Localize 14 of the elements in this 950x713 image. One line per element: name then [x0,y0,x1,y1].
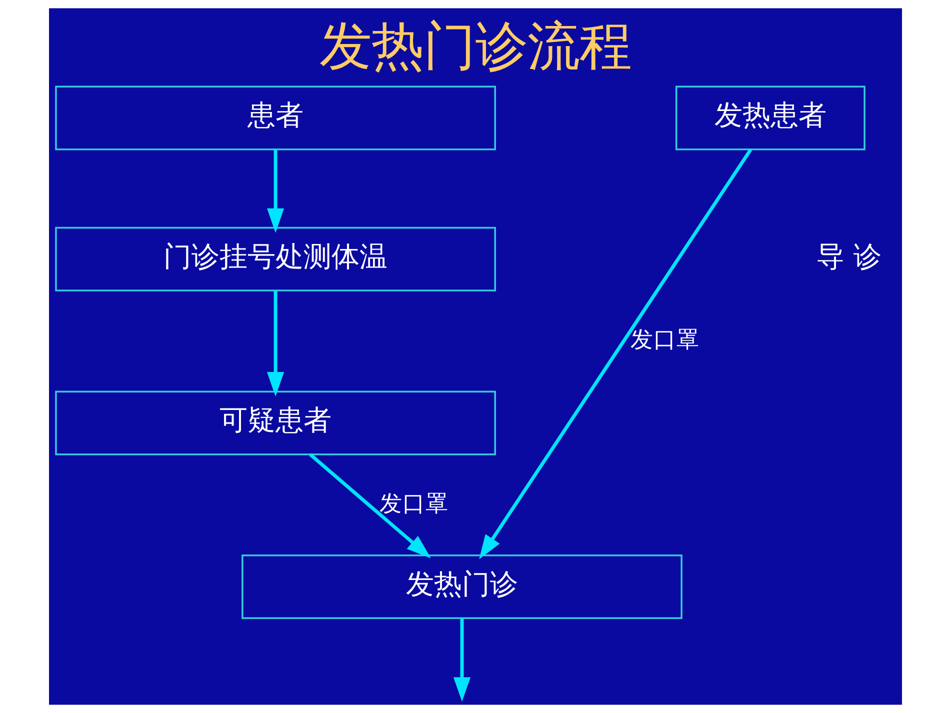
edge-label: 发口罩 [379,490,448,517]
node-box: 发热门诊 [241,554,682,619]
arrow [452,618,470,702]
node-box: 门诊挂号处测体温 [54,226,496,292]
node-box: 可疑患者 [54,390,496,456]
label: 导 诊 [816,240,881,273]
edge-label: 发口罩 [630,326,700,353]
node-box: 患者 [54,86,496,150]
arrow [266,150,284,233]
arrow [266,291,284,396]
arrow [308,453,430,558]
arrow [478,148,752,560]
node-box: 发热患者 [674,86,865,150]
diagram-title: 发热门诊流程 [319,16,631,77]
